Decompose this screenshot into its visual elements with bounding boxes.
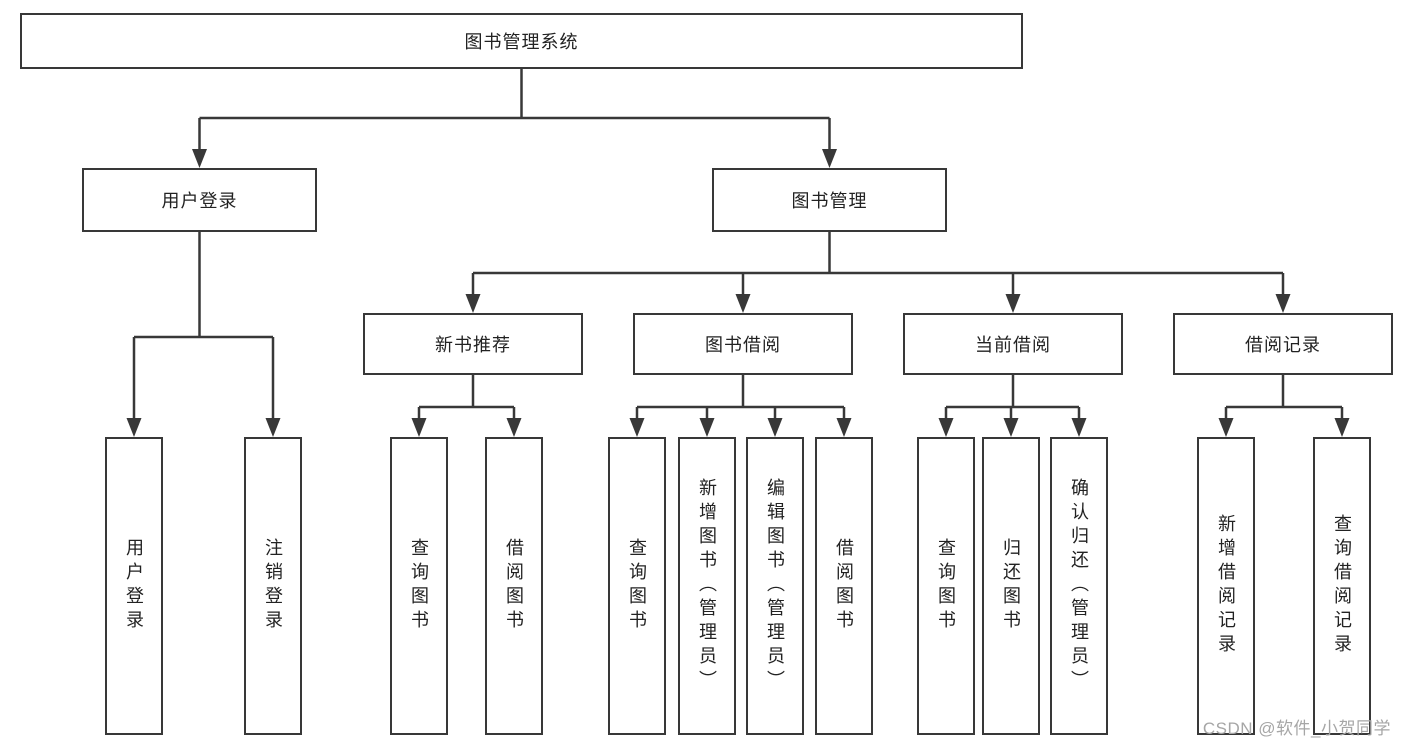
leaf-add-books-admin: 新增图书（管理员） (678, 437, 736, 735)
leaf-logout: 注销登录 (244, 437, 302, 735)
leaf-query-books-2: 查询图书 (608, 437, 666, 735)
leaf-add-borrow-record: 新增借阅记录 (1197, 437, 1255, 735)
leaf-query-borrow-record-label: 查询借阅记录 (1332, 514, 1352, 658)
connector-borrowing (635, 375, 846, 421)
leaf-logout-label: 注销登录 (263, 538, 283, 634)
connector-records (1224, 375, 1344, 421)
node-borrowing-records-label: 借阅记录 (1245, 335, 1321, 355)
leaf-add-borrow-record-label: 新增借阅记录 (1216, 514, 1236, 658)
leaf-query-books-2-label: 查询图书 (627, 538, 647, 634)
leaf-confirm-return-admin-label: 确认归还（管理员） (1069, 478, 1089, 694)
leaf-query-books-1-label: 查询图书 (409, 538, 429, 634)
leaf-return-books: 归还图书 (982, 437, 1040, 735)
node-new-book-recommend: 新书推荐 (363, 313, 583, 375)
node-user-login: 用户登录 (82, 168, 317, 232)
node-book-borrowing-label: 图书借阅 (705, 335, 781, 355)
leaf-borrow-books-2: 借阅图书 (815, 437, 873, 735)
arrowheads (126, 149, 1350, 437)
leaf-query-borrow-record: 查询借阅记录 (1313, 437, 1371, 735)
node-current-borrowing: 当前借阅 (903, 313, 1123, 375)
node-book-management: 图书管理 (712, 168, 947, 232)
leaf-user-login: 用户登录 (105, 437, 163, 735)
leaf-borrow-books-1: 借阅图书 (485, 437, 543, 735)
leaf-edit-books-admin-label: 编辑图书（管理员） (765, 478, 785, 694)
leaf-query-books-3-label: 查询图书 (936, 538, 956, 634)
node-book-management-label: 图书管理 (791, 191, 868, 211)
leaf-confirm-return-admin: 确认归还（管理员） (1050, 437, 1108, 735)
leaf-edit-books-admin: 编辑图书（管理员） (746, 437, 804, 735)
leaf-add-books-admin-label: 新增图书（管理员） (697, 478, 717, 694)
leaf-query-books-1: 查询图书 (390, 437, 448, 735)
leaf-query-books-3: 查询图书 (917, 437, 975, 735)
node-user-login-label: 用户登录 (161, 191, 238, 211)
leaf-borrow-books-2-label: 借阅图书 (834, 538, 854, 634)
connector-book-mgmt (471, 232, 1285, 297)
leaf-user-login-label: 用户登录 (124, 538, 144, 634)
node-new-book-recommend-label: 新书推荐 (435, 335, 511, 355)
connector-root (198, 69, 831, 152)
node-book-borrowing: 图书借阅 (633, 313, 853, 375)
node-root-label: 图书管理系统 (464, 32, 579, 52)
connector-current (944, 375, 1081, 421)
node-root: 图书管理系统 (20, 13, 1023, 69)
node-borrowing-records: 借阅记录 (1173, 313, 1393, 375)
leaf-return-books-label: 归还图书 (1001, 538, 1021, 634)
connector-new-books (417, 375, 516, 421)
node-current-borrowing-label: 当前借阅 (975, 335, 1051, 355)
leaf-borrow-books-1-label: 借阅图书 (504, 538, 524, 634)
connector-user-login (132, 232, 275, 421)
csdn-watermark: CSDN @软件_小贺同学 (1202, 719, 1391, 738)
